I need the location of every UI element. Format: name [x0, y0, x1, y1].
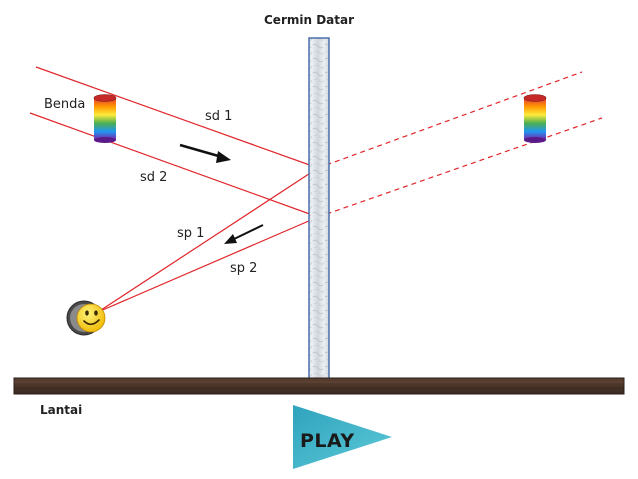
ray-sd1 — [35, 66, 319, 169]
rainbow-cylinder-image-icon — [523, 94, 547, 143]
virtual-ray-1 — [317, 71, 583, 169]
smiley-eye-icon — [66, 300, 106, 336]
ray-label-sd1: sd 1 — [205, 109, 233, 124]
rainbow-cylinder-icon — [93, 94, 117, 143]
object-label: Benda — [44, 97, 86, 112]
play-button[interactable] — [293, 405, 392, 469]
ray-sd2 — [29, 112, 319, 218]
mirror-label: Cermin Datar — [264, 13, 355, 27]
floor — [13, 377, 625, 395]
play-button-label[interactable]: PLAY — [300, 430, 355, 452]
ray-sp1 — [97, 167, 319, 313]
ray-sp2 — [97, 216, 319, 313]
plane-mirror — [308, 37, 330, 381]
floor-label: Lantai — [40, 403, 83, 417]
ray-label-sp2: sp 2 — [230, 261, 258, 276]
arrow-icon — [224, 224, 264, 244]
ray-label-sp1: sp 1 — [177, 226, 205, 241]
arrow-icon — [179, 143, 231, 163]
virtual-ray-2 — [317, 117, 603, 218]
ray-label-sd2: sd 2 — [140, 170, 168, 185]
play-triangle-icon[interactable] — [293, 405, 392, 469]
